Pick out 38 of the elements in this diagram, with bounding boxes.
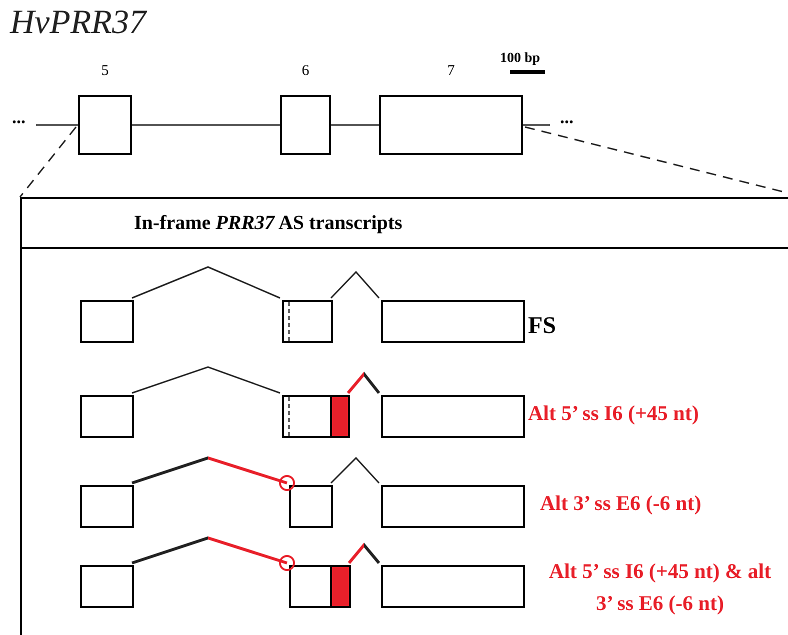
gene-title: HvPRR37 <box>10 3 146 43</box>
exon-number: 7 <box>447 62 455 81</box>
ellipsis: ... <box>560 108 574 126</box>
exon-box <box>381 395 525 438</box>
transcript-label: Alt 5’ ss I6 (+45 nt) & alt 3’ ss E6 (-6 nt) <box>548 558 772 617</box>
zoom-line <box>19 126 77 198</box>
exon-number: 6 <box>302 62 310 81</box>
transcript-label: Alt 3’ ss E6 (-6 nt) <box>540 490 702 517</box>
exon-box <box>80 485 134 528</box>
splice-line <box>132 456 288 484</box>
exon-box <box>282 395 350 438</box>
intron-line <box>36 124 78 126</box>
ellipsis: ... <box>12 108 26 126</box>
exon-box <box>381 485 525 528</box>
intron-line <box>132 124 280 126</box>
transcript-label: Alt 5’ ss I6 (+45 nt) <box>528 400 700 427</box>
exon-box <box>381 565 525 608</box>
splice-line <box>348 542 380 564</box>
exon-box <box>80 300 134 343</box>
splice-line <box>330 456 380 484</box>
exon-box <box>289 565 351 608</box>
splice-line <box>132 366 280 394</box>
exon-box <box>80 565 134 608</box>
transcript-label: FS <box>528 312 558 341</box>
panel-heading: In-frame PRR37 AS transcripts <box>134 211 402 236</box>
scale-label: 100 bp <box>500 50 542 68</box>
zoom-panel <box>20 197 788 635</box>
intron-line <box>331 124 379 126</box>
exon-box <box>289 485 333 528</box>
splice-line <box>330 270 380 299</box>
splice-line <box>132 266 280 299</box>
intron-line <box>523 124 550 126</box>
exon-box <box>80 395 134 438</box>
exon-number: 5 <box>101 62 109 81</box>
splice-line <box>346 372 380 394</box>
splice-line <box>132 536 288 564</box>
exon-box <box>381 300 525 343</box>
exon-box <box>282 300 333 343</box>
